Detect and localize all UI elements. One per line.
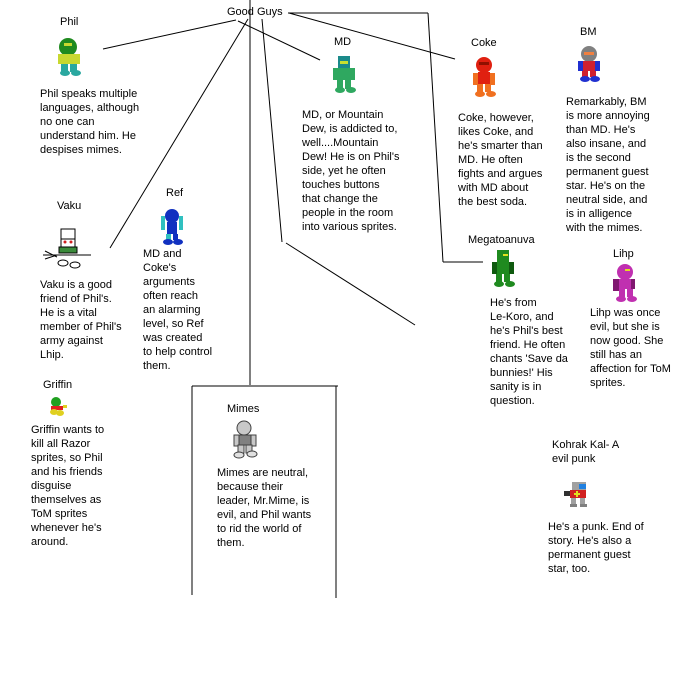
mimes-description: Mimes are neutral, because their leader,… [217, 467, 312, 549]
vaku-description: Vaku is a good friend of Phil's. He is a… [40, 279, 122, 361]
md-description: MD, or Mountain Dew, is addicted to, wel… [302, 109, 400, 233]
megatoanuva-sprite-icon [492, 250, 515, 287]
md-name: MD [334, 36, 352, 48]
griffin-sprite-icon [50, 397, 67, 416]
md-sprite-icon [333, 56, 356, 93]
coke-sprite-icon [473, 57, 496, 97]
vaku-sprite-icon [43, 228, 91, 269]
ref-name: Ref [166, 187, 184, 199]
ref-sprite-icon [161, 209, 183, 245]
lihp-description: Lihp was once evil, but she is now good.… [590, 307, 671, 389]
megatoanuva-description: He's from Le-Koro, and he's Phil's best … [490, 297, 568, 407]
mimes-sprite-icon [233, 420, 258, 459]
phil-sprite-icon [58, 38, 81, 76]
lihp-name: Lihp [613, 248, 634, 260]
megatoanuva-name: Megatoanuva [468, 234, 535, 246]
bm-description: Remarkably, BM is more annoying than MD.… [566, 96, 650, 234]
vaku-name: Vaku [57, 200, 82, 212]
griffin-name: Griffin [43, 379, 73, 391]
diagram-title: Good Guys [227, 6, 283, 18]
coke-description: Coke, however, likes Coke, and he's smar… [458, 112, 543, 208]
mimes-name: Mimes [227, 403, 260, 415]
bm-name: BM [580, 26, 597, 38]
phil-name: Phil [60, 16, 79, 28]
kohrak-sprite-icon [564, 482, 587, 507]
phil-description: Phil speaks multiple languages, although… [40, 88, 140, 156]
kohrak-description: He's a punk. End of story. He's also a p… [548, 521, 644, 575]
bm-sprite-icon [578, 46, 600, 82]
coke-name: Coke [471, 37, 497, 49]
griffin-description: Griffin wants to kill all Razor sprites,… [31, 424, 105, 548]
lihp-sprite-icon [613, 264, 637, 302]
kohrak-name: Kohrak Kal- A evil punk [552, 439, 620, 465]
ref-description: MD and Coke's arguments often reach an a… [143, 248, 213, 372]
